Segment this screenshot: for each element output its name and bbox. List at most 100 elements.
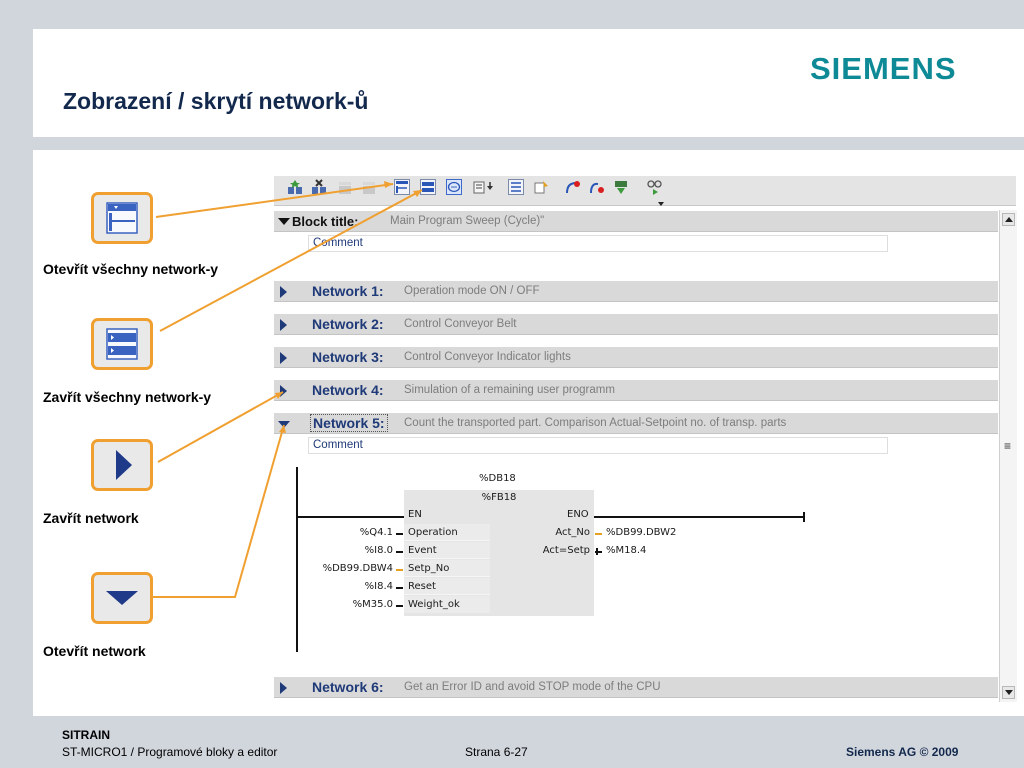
network-title[interactable]: Count the transported part. Comparison A… (404, 417, 787, 429)
close-all-networks-button[interactable] (420, 179, 436, 195)
network-1-bar[interactable]: Network 1: Operation mode ON / OFF (274, 281, 998, 302)
block-title-bar[interactable]: Block title: Main Program Sweep (Cycle)" (274, 211, 998, 232)
network-6-bar[interactable]: Network 6: Get an Error ID and avoid STO… (274, 677, 998, 698)
en-connection-line (297, 516, 404, 518)
scroll-up-button[interactable] (1002, 213, 1015, 226)
footer-page-number: Strana 6-27 (465, 745, 528, 759)
expand-network-icon[interactable] (280, 352, 287, 364)
callout-label: Otevřít všechny network-y (43, 261, 219, 277)
output-operand[interactable]: %DB99.DBW2 (606, 527, 677, 538)
fb-name-header[interactable]: %FB18 (404, 490, 594, 506)
network-title[interactable]: Control Conveyor Indicator lights (404, 351, 571, 363)
vertical-scrollbar[interactable]: ≡ (999, 210, 1017, 702)
network-title[interactable]: Operation mode ON / OFF (404, 285, 540, 297)
network-label: Network 5: (310, 414, 388, 432)
connector-arrow (384, 181, 393, 188)
input-wire (396, 551, 403, 553)
fb-input-pin: Reset (404, 578, 490, 595)
monitoring-icon[interactable] (646, 179, 664, 197)
en-pin: EN (408, 509, 422, 520)
open-all-networks-callout (91, 192, 153, 244)
scroll-splitter-icon[interactable]: ≡ (1004, 439, 1012, 453)
output-wire (595, 533, 602, 535)
eno-line-end (803, 512, 805, 522)
dropdown-arrow-icon[interactable] (658, 202, 664, 206)
callout-label: Zavřít všechny network-y (43, 389, 212, 405)
comments-toggle-button[interactable] (446, 179, 462, 195)
fb-input-pin: Event (404, 542, 490, 559)
expand-network-icon[interactable] (280, 286, 287, 298)
network-5-bar[interactable]: Network 5: Count the transported part. C… (274, 413, 998, 434)
expand-network-icon[interactable] (280, 385, 287, 397)
absolute-operands-button[interactable] (508, 179, 524, 195)
network-label: Network 1: (312, 283, 384, 299)
favorites-icon[interactable] (472, 179, 493, 197)
callout-label: Otevřít network (43, 643, 146, 659)
input-operand[interactable]: %Q4.1 (359, 527, 393, 538)
set-breakpoint-icon[interactable] (532, 179, 550, 197)
network-3-bar[interactable]: Network 3: Control Conveyor Indicator li… (274, 347, 998, 368)
network-5-comment-field[interactable]: Comment (308, 437, 888, 454)
input-operand[interactable]: %I8.4 (364, 581, 393, 592)
editor-toolbar (274, 176, 1016, 206)
open-network-callout (91, 572, 153, 624)
connector-line (157, 391, 284, 463)
connector-arrow (413, 190, 422, 197)
network-4-bar[interactable]: Network 4: Simulation of a remaining use… (274, 380, 998, 401)
connector-line (159, 189, 423, 332)
instance-db-label[interactable]: %DB18 (479, 473, 516, 484)
collapse-block-icon[interactable] (278, 218, 290, 225)
delete-network-icon[interactable] (310, 179, 328, 197)
input-wire (396, 569, 403, 571)
network-label: Network 4: (312, 382, 384, 398)
callout-label: Zavřít network (43, 510, 139, 526)
fb-input-pin: Weight_ok (404, 596, 490, 613)
input-operand[interactable]: %I8.0 (364, 545, 393, 556)
open-all-networks-icon (106, 202, 138, 234)
connector-line (153, 424, 285, 598)
fb-output-pin: Act=Setp (542, 545, 590, 556)
output-operand[interactable]: %M18.4 (606, 545, 647, 556)
slide-header: Zobrazení / skrytí network-ů SIEMENS (33, 29, 1024, 137)
fb-output-pin: Act_No (555, 527, 590, 538)
connector-arrow (275, 392, 283, 399)
insert-network-icon[interactable] (286, 179, 304, 197)
output-wire-tick (596, 548, 598, 555)
block-comment-field[interactable]: Comment (308, 235, 888, 252)
input-operand[interactable]: %DB99.DBW4 (322, 563, 393, 574)
siemens-logo: SIEMENS (810, 51, 957, 86)
footer-course: ST-MICRO1 / Programové bloky a editor (62, 745, 278, 759)
collapse-network-triangle-icon (116, 450, 132, 480)
expand-network-icon[interactable] (280, 682, 287, 694)
download-icon[interactable] (612, 179, 630, 197)
fb-input-pin: Operation (404, 524, 490, 541)
fb-input-pin: Setp_No (404, 560, 490, 577)
footer-brand: SITRAIN (62, 728, 110, 742)
go-offline-icon[interactable] (588, 179, 606, 197)
input-wire (396, 605, 403, 607)
input-wire (396, 533, 403, 535)
footer-copyright: Siemens AG © 2009 (846, 745, 959, 759)
expand-network-icon[interactable] (280, 319, 287, 331)
eno-connection-line (594, 516, 805, 518)
network-title[interactable]: Simulation of a remaining user programm (404, 384, 615, 396)
expand-network-triangle-icon (106, 591, 138, 605)
network-title[interactable]: Get an Error ID and avoid STOP mode of t… (404, 681, 661, 693)
network-label: Network 2: (312, 316, 384, 332)
network-label: Network 3: (312, 349, 384, 365)
network-title[interactable]: Control Conveyor Belt (404, 318, 517, 330)
close-all-networks-icon (106, 328, 138, 360)
go-online-icon[interactable] (564, 179, 582, 197)
output-wire (595, 551, 602, 553)
network-2-bar[interactable]: Network 2: Control Conveyor Belt (274, 314, 998, 335)
open-all-networks-button[interactable] (394, 179, 410, 195)
power-rail (296, 467, 298, 652)
scroll-down-button[interactable] (1002, 686, 1015, 699)
input-wire (396, 587, 403, 589)
page-title: Zobrazení / skrytí network-ů (63, 88, 369, 114)
collapse-network-icon[interactable] (278, 421, 290, 428)
input-operand[interactable]: %M35.0 (352, 599, 393, 610)
append-row-icon[interactable] (360, 179, 378, 197)
block-title-value[interactable]: Main Program Sweep (Cycle)" (390, 215, 545, 227)
connector-arrow (279, 425, 286, 433)
